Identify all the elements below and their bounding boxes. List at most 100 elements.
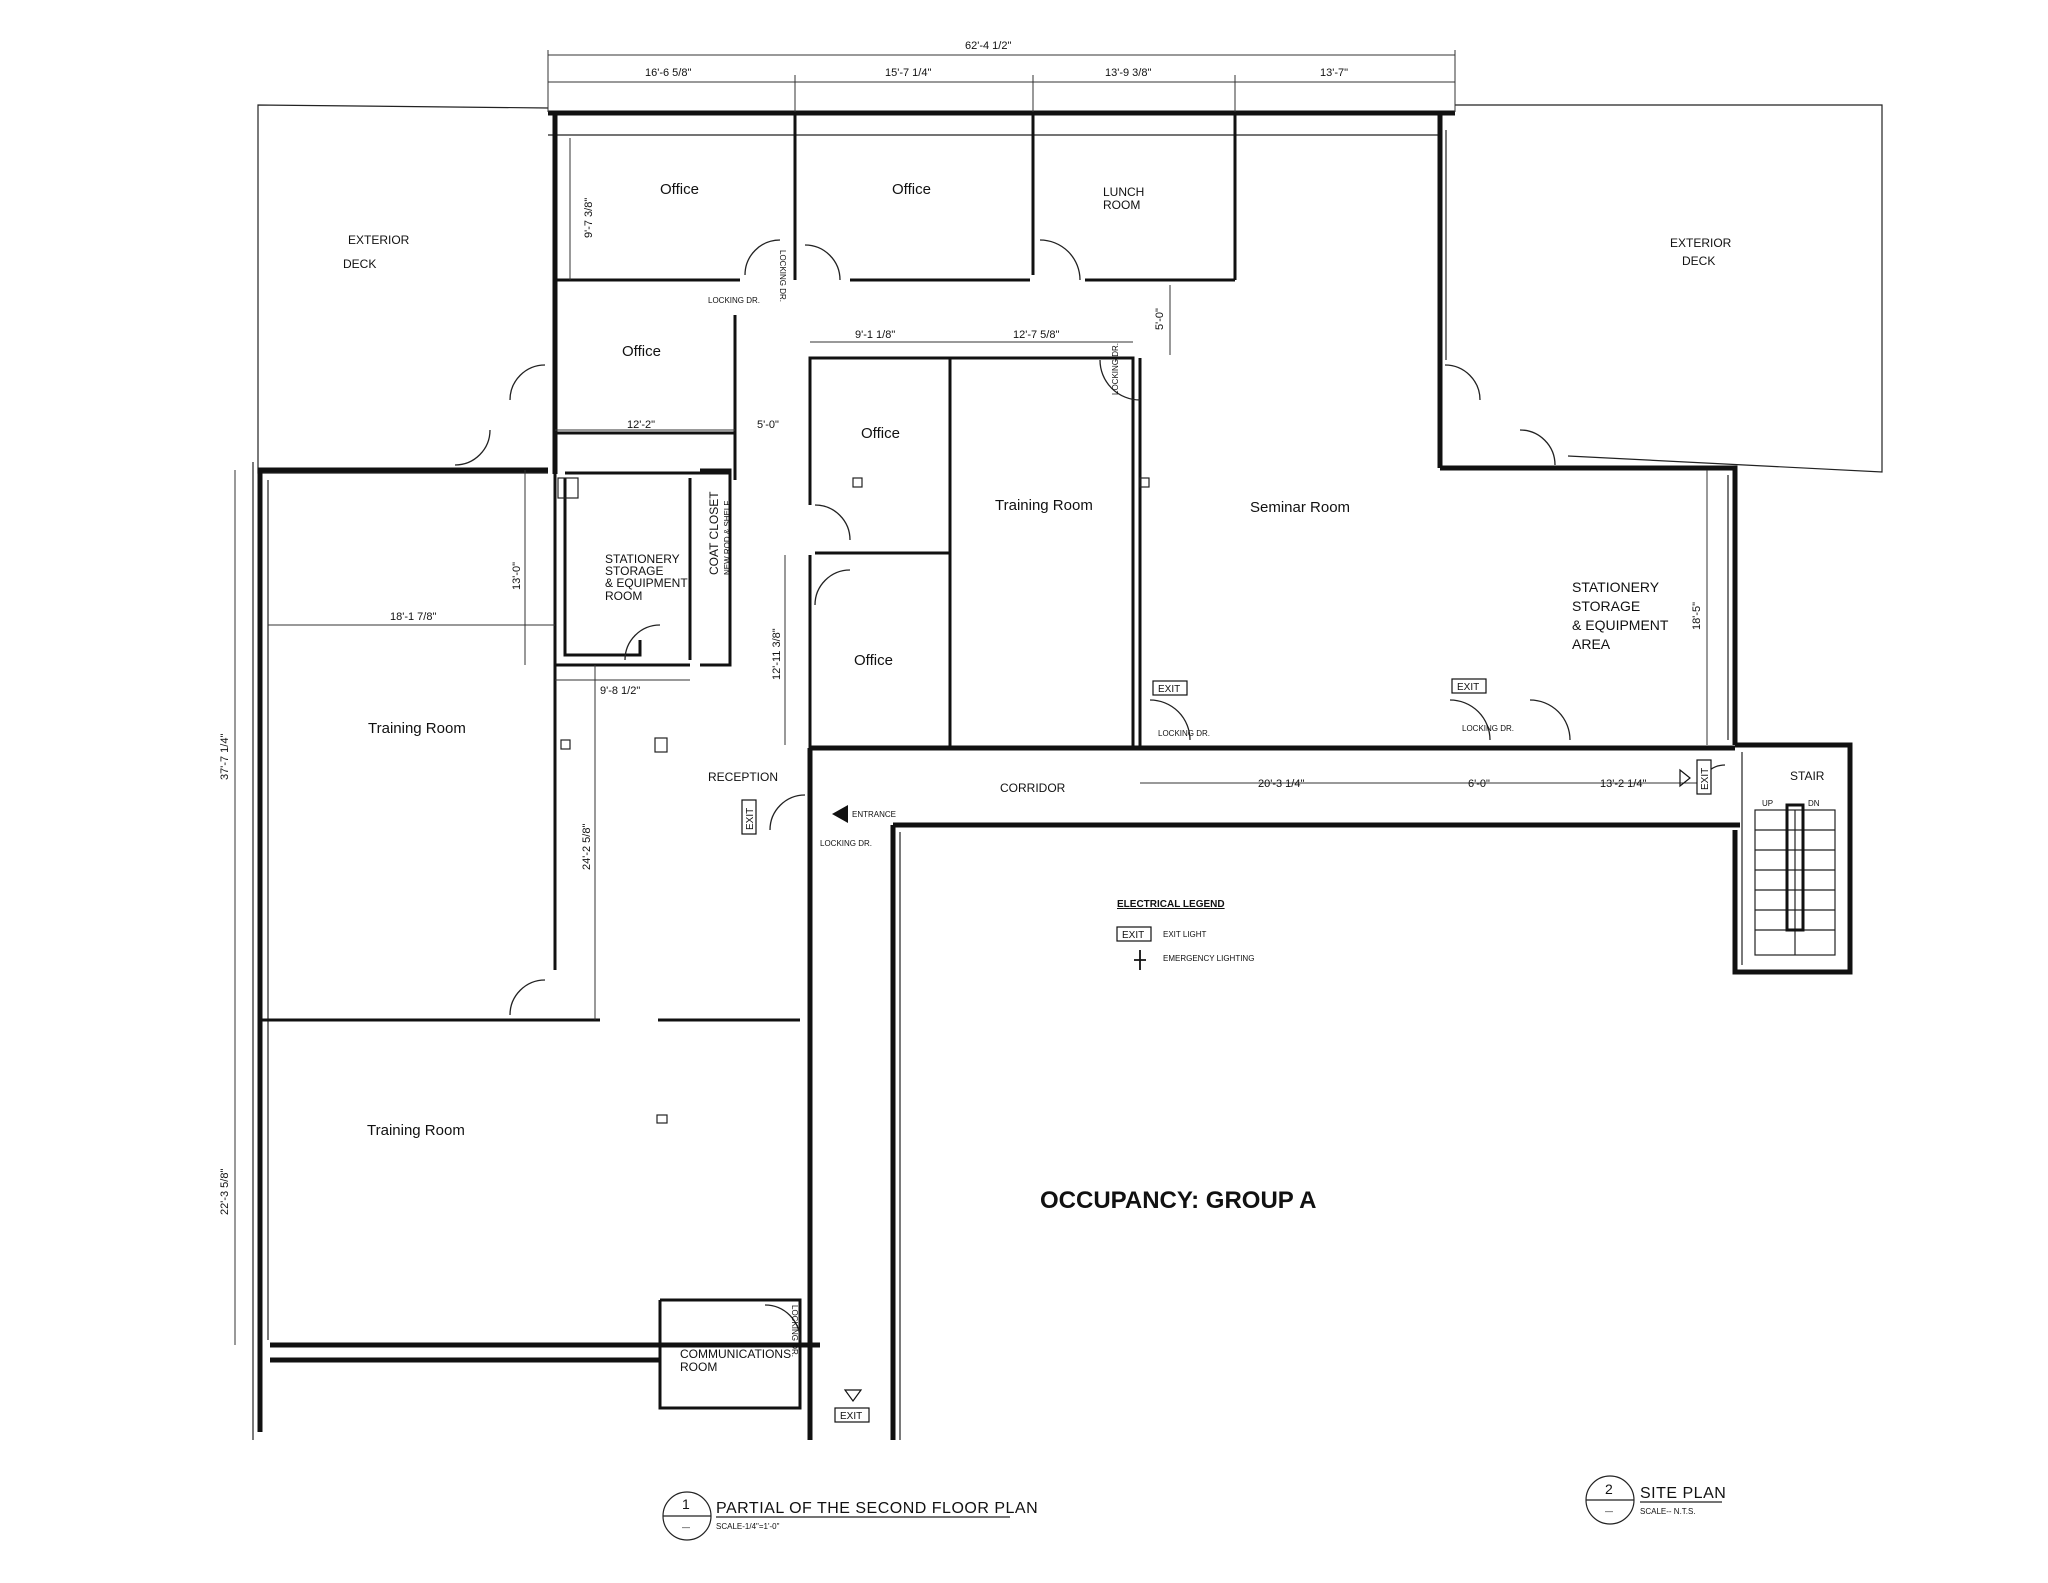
svg-text:EXIT: EXIT <box>1158 684 1180 695</box>
exterior-deck-left <box>257 104 549 474</box>
dim-hall-5a: 5'-0" <box>757 419 779 431</box>
locking-door-label-1: LOCKING DR. <box>708 296 760 305</box>
training-room-2-label: Training Room <box>995 497 1093 514</box>
office-3-label: Office <box>622 343 661 360</box>
exit-arrow-icon <box>843 1389 863 1403</box>
coat-closet-note: NEW ROD & SHELF <box>723 501 732 575</box>
training-room-3-label: Training Room <box>367 1122 465 1139</box>
svg-text:EXIT: EXIT <box>1700 768 1711 790</box>
light-fixtures <box>557 477 1150 1124</box>
locking-door-label-2: LOCKING DR. <box>778 250 787 302</box>
exit-arrow-icon-2 <box>1679 768 1691 788</box>
site-title: SITE PLAN <box>1640 1485 1726 1502</box>
stair-label: STAIR <box>1790 769 1825 783</box>
svg-text:EXIT: EXIT <box>745 808 756 830</box>
stationery-right-label-4: AREA <box>1572 636 1611 652</box>
plan-sub: — <box>682 1523 690 1532</box>
exit-sign-1: EXIT <box>1152 680 1188 696</box>
stationery-left-label: STATIONERY <box>605 552 680 566</box>
dim-left-total: 37'-7 1/4" <box>219 734 231 780</box>
exterior-deck-left-label-2: DECK <box>343 257 376 271</box>
site-title-block: 2 — SITE PLAN SCALE-- N.T.S. <box>1585 1475 1726 1525</box>
stationery-left-label-2: STORAGE <box>605 564 663 578</box>
exit-sign-3: EXIT <box>741 799 757 835</box>
office-5-label: Office <box>854 652 893 669</box>
locking-door-label-4: LOCKING DR. <box>1158 729 1210 738</box>
lunch-room-label-2: ROOM <box>1103 198 1140 212</box>
dim-left-lower: 22'-3 5/8" <box>219 1169 231 1215</box>
stair-up-label: UP <box>1762 799 1773 808</box>
dim-seg2: 15'-7 1/4" <box>885 67 931 79</box>
locking-door-label-3: LOCKING DR. <box>1111 343 1120 395</box>
exterior-deck-right <box>1455 104 1883 473</box>
svg-text:EXIT: EXIT <box>840 1411 862 1422</box>
dim-corr-2: 6'-0" <box>1468 778 1490 790</box>
dim-office-w2: 9'-1 1/8" <box>855 329 895 341</box>
dim-hall-5b: 5'-0" <box>1154 308 1166 330</box>
exit-sign-4: EXIT <box>1696 759 1712 795</box>
dim-train1-h: 13'-0" <box>511 562 523 590</box>
interior-walls <box>260 113 1853 1410</box>
dim-corr-3: 13'-2 1/4" <box>1600 778 1646 790</box>
exit-sign-5: EXIT <box>834 1407 870 1423</box>
dim-seg4: 13'-7" <box>1320 67 1348 79</box>
exterior-deck-right-label-2: DECK <box>1682 254 1715 268</box>
exterior-deck-right-label: EXTERIOR <box>1670 236 1732 250</box>
stair-dn-label: DN <box>1808 799 1820 808</box>
dim-right-h: 18'-5" <box>1691 602 1703 630</box>
emergency-lighting-icon <box>1134 950 1146 970</box>
stationery-right-label-3: & EQUIPMENT <box>1572 617 1669 633</box>
exterior-deck-left-label: EXTERIOR <box>348 233 410 247</box>
stationery-left-label-3: & EQUIPMENT <box>605 576 688 590</box>
lunch-room-label: LUNCH <box>1103 185 1144 199</box>
office-4-label: Office <box>861 425 900 442</box>
dim-overall: 62'-4 1/2" <box>965 40 1011 52</box>
communications-label-2: ROOM <box>680 1360 717 1374</box>
dimension-lines <box>234 50 1708 1345</box>
dim-office-h2: 12'-11 3/8" <box>771 628 783 680</box>
site-scale: SCALE-- N.T.S. <box>1640 1507 1696 1516</box>
legend-exit-light: EXIT LIGHT <box>1163 930 1207 939</box>
dim-office-height: 9'-7 3/8" <box>583 198 595 238</box>
exit-light-icon <box>1116 926 1152 942</box>
site-sub: — <box>1605 1507 1613 1516</box>
dim-train1-w: 18'-1 7/8" <box>390 611 436 623</box>
entrance-arrow-icon <box>832 805 848 823</box>
stationery-left-label-4: ROOM <box>605 589 642 603</box>
seminar-room-label: Seminar Room <box>1250 499 1350 516</box>
electrical-legend: ELECTRICAL LEGEND EXIT EXIT LIGHT EMERGE… <box>1116 899 1254 970</box>
plan-title: PARTIAL OF THE SECOND FLOOR PLAN <box>716 1500 1038 1517</box>
locking-door-label-7: LOCKING DR. <box>790 1305 799 1357</box>
plan-title-block: 1 — PARTIAL OF THE SECOND FLOOR PLAN SCA… <box>662 1491 1038 1541</box>
dim-seg3: 13'-9 3/8" <box>1105 67 1151 79</box>
svg-text:EXIT: EXIT <box>1457 682 1479 693</box>
dim-recep-h: 24'-2 5/8" <box>581 824 593 870</box>
dim-training-w: 12'-7 5/8" <box>1013 329 1059 341</box>
corridor-label: CORRIDOR <box>1000 781 1066 795</box>
legend-emergency: EMERGENCY LIGHTING <box>1163 954 1254 963</box>
coat-closet-label: COAT CLOSET <box>707 491 721 575</box>
occupancy-label: OCCUPANCY: GROUP A <box>1040 1187 1316 1214</box>
locking-door-label-6: LOCKING DR. <box>820 839 872 848</box>
svg-text:EXIT: EXIT <box>1122 930 1144 941</box>
office-2-label: Office <box>892 181 931 198</box>
stationery-right-label-2: STORAGE <box>1572 598 1640 614</box>
plan-scale: SCALE-1/4"=1'-0" <box>716 1522 780 1531</box>
door-swings <box>454 239 1726 1341</box>
locking-door-label-5: LOCKING DR. <box>1462 724 1514 733</box>
stationery-right-label: STATIONERY <box>1572 579 1660 595</box>
training-room-1-label: Training Room <box>368 720 466 737</box>
dim-office-width: 12'-2" <box>627 419 655 431</box>
exit-sign-2: EXIT <box>1451 678 1487 694</box>
office-1-label: Office <box>660 181 699 198</box>
entrance-label: ENTRANCE <box>852 810 896 819</box>
reception-label: RECEPTION <box>708 770 778 784</box>
site-number: 2 <box>1605 1481 1613 1497</box>
communications-label: COMMUNICATIONS <box>680 1347 791 1361</box>
exterior-walls <box>252 110 1740 1440</box>
plan-number: 1 <box>682 1496 690 1512</box>
dim-recep-w: 9'-8 1/2" <box>600 685 640 697</box>
stair <box>1754 803 1836 956</box>
dim-seg1: 16'-6 5/8" <box>645 67 691 79</box>
